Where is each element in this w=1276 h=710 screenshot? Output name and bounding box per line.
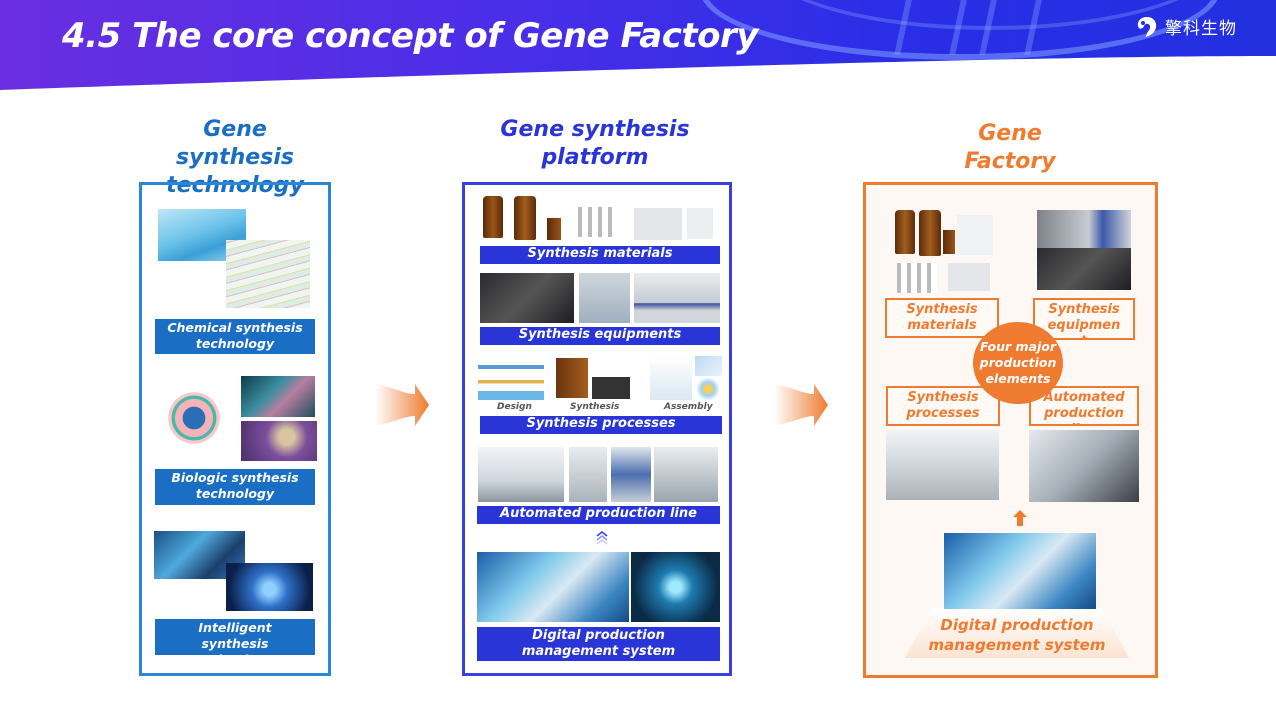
instrument-image (611, 447, 651, 502)
platform-panel (462, 182, 732, 676)
label-line: synthesis (201, 636, 269, 651)
columns-image (897, 263, 937, 293)
circle-line: production (979, 355, 1057, 370)
synthesizer-image (480, 273, 574, 323)
synthesizer-image (1037, 248, 1131, 290)
vial-image (943, 230, 955, 254)
synthesis-processes-label: Synthesis processes (480, 416, 722, 434)
factory-equipment-label: Synthesis equipmen t (1033, 298, 1135, 340)
label-line: t (1035, 334, 1133, 338)
cloud-image (631, 552, 720, 622)
equipment-image (579, 273, 630, 323)
synthesizers-image (1037, 210, 1131, 248)
automated-line-label: Automated production line (477, 506, 720, 524)
bag-image (957, 215, 993, 255)
chromatography-chart-image (226, 240, 310, 308)
heading-line: technology (166, 173, 304, 198)
synthesis-caption: Synthesis (570, 402, 620, 412)
page-title: 4.5 The core concept of Gene Factory (62, 16, 758, 56)
label-line: Chemical synthesis (167, 320, 303, 335)
label-line: equipmen (1047, 318, 1121, 333)
assembly-caption: Assembly (664, 402, 713, 412)
reagent-bottle-image (919, 210, 941, 256)
label-line: Digital production (532, 628, 665, 643)
arrow-right-icon (375, 384, 429, 426)
digital-brain-image (226, 563, 313, 611)
factory-processes-label: Synthesis processes (886, 386, 1000, 426)
plate-image (948, 263, 990, 291)
column-heading-platform: Gene synthesis platform (470, 116, 720, 172)
label-line: Synthesis (907, 390, 979, 405)
column-heading-technology: Gene synthesis technology (140, 116, 330, 200)
plate-image (634, 208, 682, 240)
robots-image (654, 447, 718, 502)
columns-image (578, 207, 618, 237)
label-line: processes (906, 406, 980, 421)
intelligent-synthesis-label: Intelligent synthesis technology (155, 619, 315, 655)
digital-factory-image (944, 533, 1096, 609)
label-line: technology (155, 652, 315, 655)
synthesizer-small-image (592, 377, 630, 399)
digital-management-label: Digital production management system (477, 627, 720, 661)
label-line: Automated (1043, 390, 1125, 405)
vial-image (547, 218, 561, 240)
digital-factory-image (477, 552, 629, 622)
factory-automated-label: Automated production line (1029, 386, 1139, 426)
synthesis-bottles-image (556, 358, 588, 398)
chemical-synthesis-label: Chemical synthesis technology (155, 319, 315, 354)
label-line: Synthesis (1048, 302, 1120, 317)
robot-line-image (1029, 430, 1139, 502)
heading-line: synthesis (176, 145, 294, 170)
circle-line: elements (985, 371, 1051, 386)
label-line: technology (195, 336, 275, 351)
heading-line: Factory (964, 149, 1056, 174)
synthesis-equipments-label: Synthesis equipments (480, 327, 720, 345)
label-line: Synthesis (906, 302, 978, 317)
label-line: materials (907, 318, 977, 333)
assembly-dots-image (695, 378, 721, 400)
base-platform-shape (905, 608, 1129, 658)
label-line: Digital production (940, 616, 1094, 634)
label-line: production (1044, 406, 1124, 421)
microbes-image (241, 421, 317, 461)
label-line: line (1031, 422, 1137, 424)
arrow-right-icon (774, 384, 828, 426)
four-elements-circle: Four major production elements (973, 322, 1063, 404)
assembly-diagram-image (650, 356, 692, 400)
technology-panel (139, 182, 331, 676)
heading-line: Gene (978, 121, 1042, 146)
cleanroom-image (634, 273, 720, 323)
robot-arm-image (569, 447, 607, 502)
heading-line: Gene (203, 117, 267, 142)
label-line: management system (521, 644, 676, 659)
reagent-bottle-image (514, 196, 536, 240)
arrow-up-icon (1013, 510, 1027, 526)
factory-materials-label: Synthesis materials (885, 298, 999, 338)
chevron-up-icon (596, 531, 608, 545)
factory-digital-management-label: Digital production management system (905, 615, 1129, 655)
logo-icon (1135, 15, 1159, 39)
design-diagram-image (478, 356, 544, 400)
label-line: management system (928, 636, 1106, 654)
logo-text: 擎科生物 (1165, 19, 1237, 39)
circle-line: Four major (979, 339, 1057, 354)
process-lab-image (886, 430, 999, 500)
column-heading-factory: Gene Factory (880, 120, 1140, 176)
heading-line: Gene synthesis (500, 117, 690, 142)
reagent-bottle-image (483, 196, 503, 238)
reagent-bottle-image (895, 210, 915, 254)
production-line-image (478, 447, 564, 502)
label-line: Intelligent (198, 620, 272, 635)
biologic-synthesis-label: Biologic synthesis technology (155, 469, 315, 505)
label-line: Biologic synthesis (171, 470, 299, 485)
design-caption: Design (497, 402, 532, 412)
bag-image (687, 208, 713, 239)
heading-line: platform (541, 145, 649, 170)
bacteria-image (241, 376, 315, 417)
cell-diagram-image (158, 376, 230, 460)
label-line: technology (195, 486, 275, 501)
synthesis-materials-label: Synthesis materials (480, 246, 720, 264)
company-logo: 擎科生物 (1135, 14, 1237, 39)
assembly-image (695, 356, 722, 376)
